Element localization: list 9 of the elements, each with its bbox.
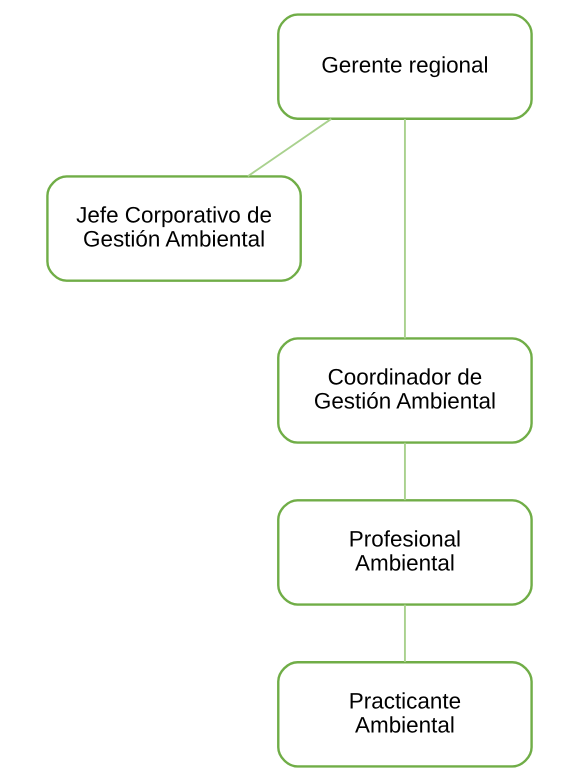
node-box: Jefe Corporativo de Gestión Ambiental (46, 175, 302, 282)
connector (403, 442, 406, 500)
connector (246, 118, 332, 178)
node-box: Gerente regional (276, 13, 532, 120)
node-box: Practicante Ambiental (276, 661, 532, 768)
node-box: Coordinador de Gestión Ambiental (276, 337, 532, 444)
connector (403, 604, 406, 662)
node-box: Profesional Ambiental (276, 499, 532, 606)
connector (403, 119, 406, 338)
